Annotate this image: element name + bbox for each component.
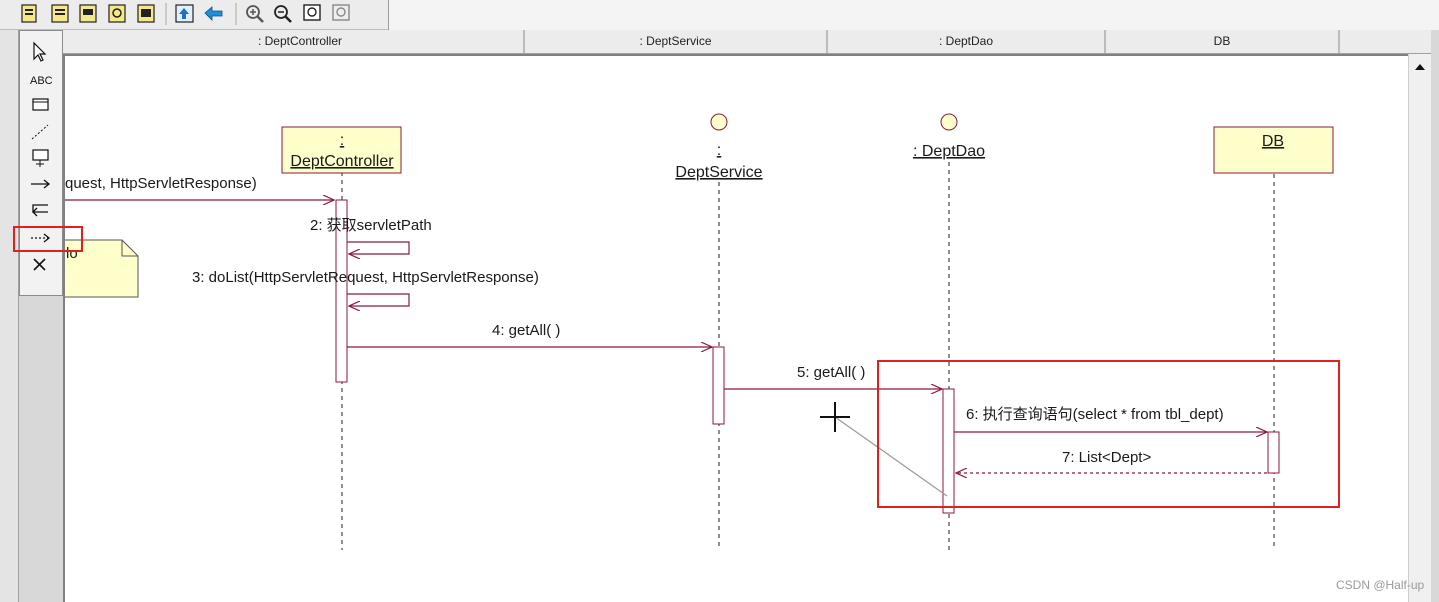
- highlight-box: [877, 360, 1340, 508]
- toolbox-tools: ABC: [30, 41, 53, 271]
- message-7-label: 7: List<Dept>: [1062, 449, 1151, 466]
- sequence-diagram: lo : DeptController : DeptService: [65, 113, 1340, 550]
- zoom-out-icon[interactable]: [274, 5, 292, 23]
- vertical-scrollbar[interactable]: [1408, 54, 1431, 602]
- zoom-in-icon[interactable]: [246, 5, 264, 23]
- message-7[interactable]: 7: List<Dept>: [956, 449, 1267, 473]
- object-deptcontroller-prefix: :: [340, 132, 344, 149]
- message-4-label: 4: getAll( ): [492, 322, 560, 339]
- message-6-label: 6: 执行查询语句(select * from tbl_dept): [966, 406, 1224, 423]
- object-deptdao[interactable]: : DeptDao: [913, 113, 985, 160]
- doc-icon[interactable]: [51, 4, 69, 23]
- message-3[interactable]: 3: doList(HttpServletRequest, HttpServle…: [192, 269, 539, 306]
- fit-window-icon[interactable]: [303, 4, 321, 21]
- object-deptservice-name: DeptService: [675, 164, 762, 181]
- diagram-canvas[interactable]: lo : DeptController : DeptService: [63, 54, 1408, 602]
- message-3-label: 3: doList(HttpServletRequest, HttpServle…: [192, 269, 539, 286]
- doc-icon[interactable]: [108, 4, 126, 23]
- object-deptservice[interactable]: : DeptService: [675, 113, 763, 181]
- crosshair-cursor-icon: [820, 402, 850, 432]
- object-deptcontroller[interactable]: : DeptController: [281, 126, 402, 174]
- activation-deptservice[interactable]: [712, 346, 725, 425]
- activation-db[interactable]: [1267, 431, 1280, 474]
- message-4[interactable]: 4: getAll( ): [347, 322, 712, 347]
- toolbar: [0, 0, 1439, 30]
- text-tool-icon[interactable]: ABC: [30, 75, 53, 87]
- classifier-header-bar: : DeptController : DeptService : DeptDao…: [63, 30, 1431, 54]
- message-1[interactable]: quest, HttpServletResponse): [65, 175, 334, 200]
- message-5-label: 5: getAll( ): [797, 364, 865, 381]
- note-element[interactable]: lo: [65, 239, 139, 298]
- toolbar-buttons: [21, 3, 350, 25]
- selection-arrow-icon[interactable]: [33, 41, 47, 62]
- doc-icon[interactable]: [21, 4, 37, 23]
- text-tool-label: ABC: [30, 75, 53, 87]
- object-db-name: DB: [1262, 133, 1284, 150]
- anchor-line-icon[interactable]: [31, 124, 49, 140]
- doc-icon[interactable]: [137, 4, 155, 23]
- lane-header-deptcontroller[interactable]: : DeptController: [77, 30, 525, 53]
- activation-deptdao[interactable]: [942, 388, 955, 514]
- message-2-label: 2: 获取servletPath: [310, 217, 432, 234]
- back-arrow-icon[interactable]: [204, 6, 223, 21]
- watermark: CSDN @Half-up: [1336, 578, 1425, 592]
- message-6[interactable]: 6: 执行查询语句(select * from tbl_dept): [954, 406, 1267, 432]
- message-tool-icon[interactable]: [31, 179, 51, 189]
- drawing-guide-line: [834, 416, 948, 497]
- browse-up-icon[interactable]: [175, 4, 194, 23]
- object-deptcontroller-name: DeptController: [290, 153, 394, 170]
- toolbar-empty-area: [388, 0, 1439, 30]
- left-window-strip: [0, 30, 19, 602]
- lane-header-deptdao[interactable]: : DeptDao: [828, 30, 1106, 53]
- object-deptservice-prefix: :: [717, 142, 721, 159]
- note-tool-icon[interactable]: [32, 98, 49, 111]
- message-5[interactable]: 5: getAll( ): [724, 364, 942, 389]
- lane-header-deptservice[interactable]: : DeptService: [525, 30, 828, 53]
- destruction-marker-icon[interactable]: [33, 258, 46, 271]
- doc-icon[interactable]: [79, 4, 97, 23]
- object-db[interactable]: DB: [1213, 126, 1334, 174]
- scroll-up-icon[interactable]: [1413, 60, 1427, 74]
- message-1-label: quest, HttpServletResponse): [65, 175, 257, 192]
- self-message-icon[interactable]: [32, 204, 48, 217]
- activation-deptcontroller[interactable]: [335, 199, 348, 383]
- lane-header-db[interactable]: DB: [1106, 30, 1340, 53]
- diagram-toolbox: ABC: [19, 30, 63, 296]
- object-deptdao-name: : DeptDao: [913, 143, 985, 160]
- undo-fit-icon[interactable]: [332, 4, 350, 21]
- return-message-icon[interactable]: [31, 233, 51, 243]
- note-text: lo: [66, 245, 78, 262]
- object-tool-icon[interactable]: [32, 149, 49, 167]
- message-2[interactable]: 2: 获取servletPath: [310, 217, 432, 254]
